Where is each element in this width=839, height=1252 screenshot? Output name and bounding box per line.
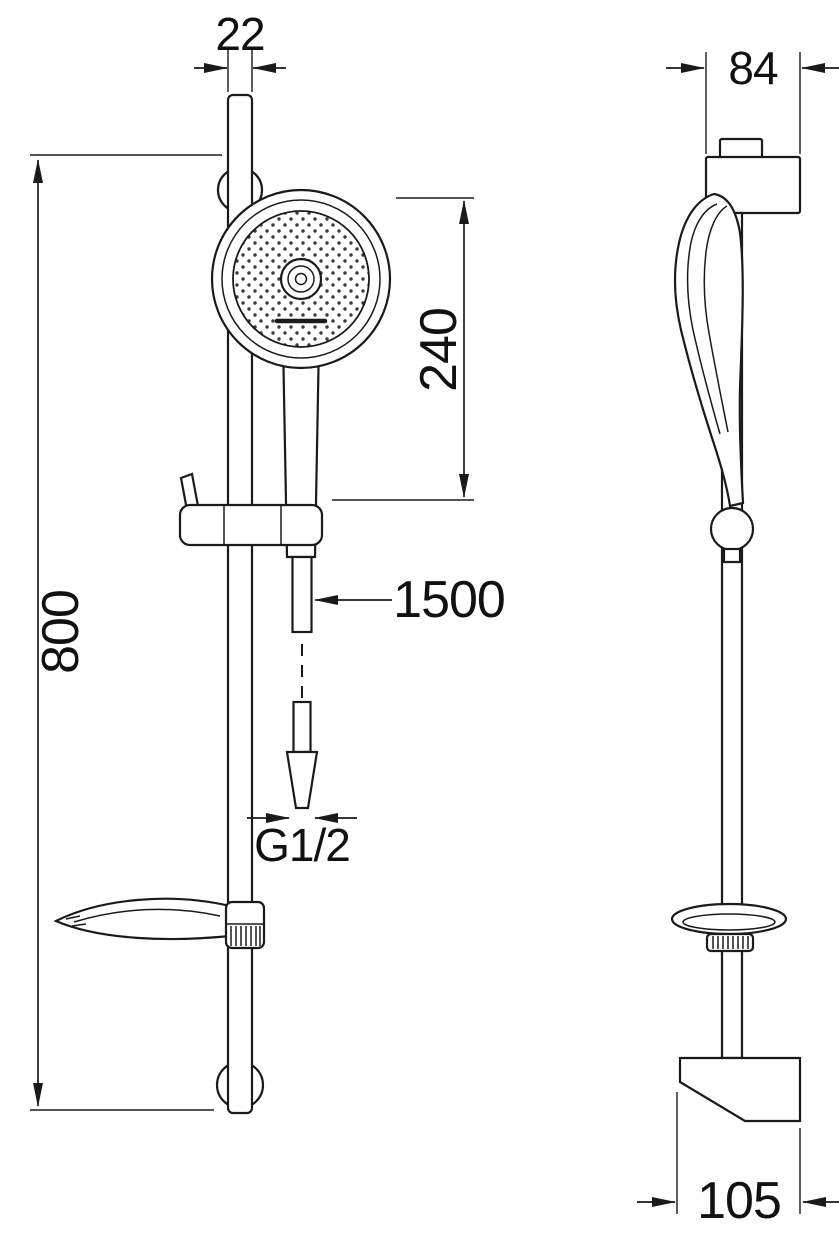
side-top-bracket: [704, 155, 802, 215]
slider-holder: [178, 472, 324, 547]
side-soap-dish-clamp: [705, 932, 755, 953]
handset-length-label: 240: [410, 308, 468, 392]
dim-g12: G1/2: [247, 813, 357, 871]
hand-shower: [178, 188, 392, 559]
side-view: 84: [637, 42, 839, 1230]
side-soap-dish: [670, 902, 788, 953]
dim-1500: 1500: [314, 571, 506, 629]
thread-cone: [285, 750, 319, 810]
bottom-bracket-width-label: 105: [697, 1172, 781, 1230]
soap-dish: [53, 897, 266, 950]
side-slider: [709, 506, 755, 564]
hose-end-fitting: [292, 700, 312, 754]
rail-width-label: 22: [215, 8, 264, 60]
top-bracket-width-label: 84: [728, 42, 778, 94]
soap-dish-tray: [53, 897, 232, 941]
hand-shower-head: [210, 188, 392, 370]
dim-240: 240: [332, 197, 474, 501]
rail-length-label: 800: [32, 590, 90, 674]
front-view: 800 22: [30, 8, 506, 1115]
side-bottom-bracket: [678, 1056, 802, 1123]
side-handset-profile: [673, 192, 745, 508]
shower-hose: [285, 555, 319, 810]
hose-length-label: 1500: [393, 571, 505, 629]
dim-84: 84: [666, 42, 839, 154]
thread-label: G1/2: [254, 819, 350, 871]
dim-105: 105: [637, 1092, 839, 1230]
dim-22: 22: [194, 8, 286, 92]
side-top-cap: [718, 137, 764, 160]
dim-800: 800: [30, 154, 222, 1111]
hose-connector: [291, 555, 313, 634]
soap-dish-clamp: [224, 900, 266, 950]
